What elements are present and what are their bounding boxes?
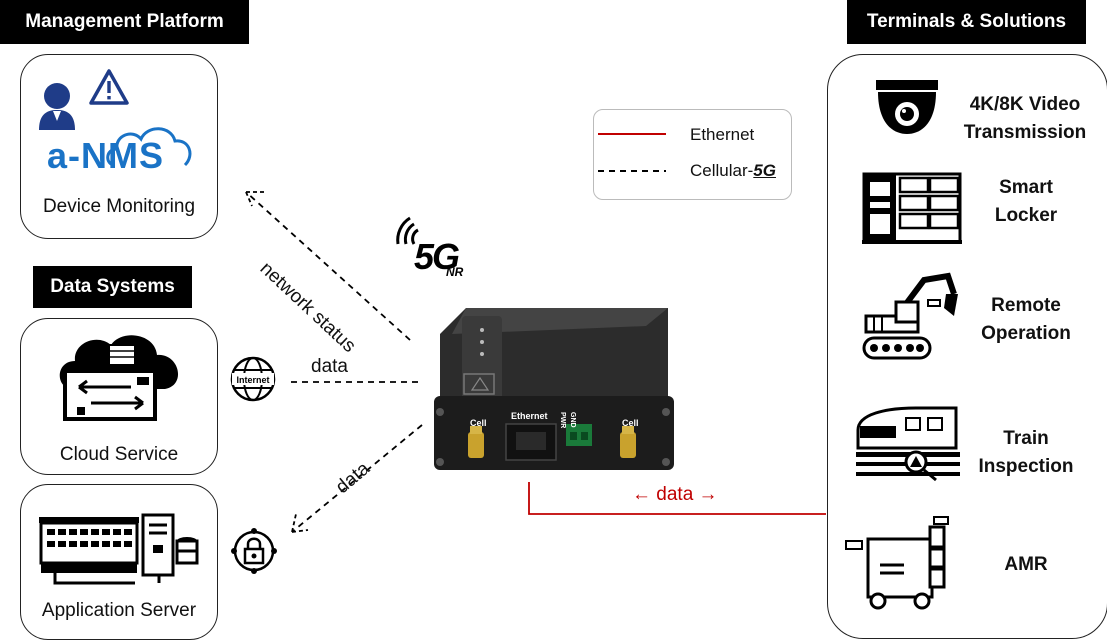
5g-badge-text: 5G bbox=[414, 236, 460, 277]
router-cell-right-label: Cell bbox=[622, 418, 639, 428]
security-camera-icon bbox=[876, 80, 938, 134]
nms-cloud-icon bbox=[106, 127, 192, 167]
router-gnd-label: GND bbox=[569, 412, 576, 428]
train-icon bbox=[856, 406, 960, 482]
router-ethernet-label: Ethernet bbox=[511, 411, 548, 421]
legend-ethernet-label: Ethernet bbox=[690, 125, 755, 144]
user-icon bbox=[39, 83, 75, 130]
amr-robot-icon bbox=[845, 516, 949, 610]
nr-badge-text: NR bbox=[446, 265, 464, 279]
warning-icon bbox=[89, 69, 129, 105]
data-systems-header: Data Systems bbox=[33, 266, 192, 308]
router-device bbox=[434, 308, 674, 470]
legend-cellular-label: Cellular-5G bbox=[690, 161, 776, 180]
device-monitoring-box: a-NMS Device Monitoring bbox=[20, 54, 218, 239]
internet-icon-text: Internet bbox=[236, 375, 269, 385]
router-pwr-label: PWR bbox=[559, 412, 566, 429]
router-cell-left-label: Cell bbox=[470, 418, 487, 428]
management-platform-header: Management Platform bbox=[0, 0, 249, 44]
application-server-label: Application Server bbox=[41, 600, 197, 621]
excavator-icon bbox=[862, 272, 958, 360]
security-lock-icon bbox=[231, 528, 277, 574]
application-server-box: Application Server bbox=[20, 484, 218, 640]
legend-ethernet-line bbox=[598, 133, 666, 135]
legend-box: Ethernet Cellular-5G bbox=[593, 109, 792, 200]
server-rack-icon bbox=[39, 513, 199, 585]
5g-signal-icon bbox=[396, 216, 419, 245]
internet-globe-icon: Internet bbox=[230, 356, 276, 402]
data-ethernet-label: ← data → bbox=[632, 484, 718, 505]
terminals-solutions-header: Terminals & Solutions bbox=[847, 0, 1086, 44]
data-internet-label: data bbox=[311, 356, 348, 377]
device-monitoring-label: Device Monitoring bbox=[42, 196, 196, 217]
cloud-service-box: Cloud Service bbox=[20, 318, 218, 475]
nms-logo-text: a-NMS bbox=[47, 135, 165, 176]
smart-locker-icon bbox=[862, 172, 962, 244]
cloud-server-icon bbox=[59, 335, 179, 421]
cloud-service-label: Cloud Service bbox=[59, 444, 179, 465]
legend-cellular-line bbox=[598, 170, 666, 172]
terminal-amr-label: AMR bbox=[1004, 554, 1048, 575]
